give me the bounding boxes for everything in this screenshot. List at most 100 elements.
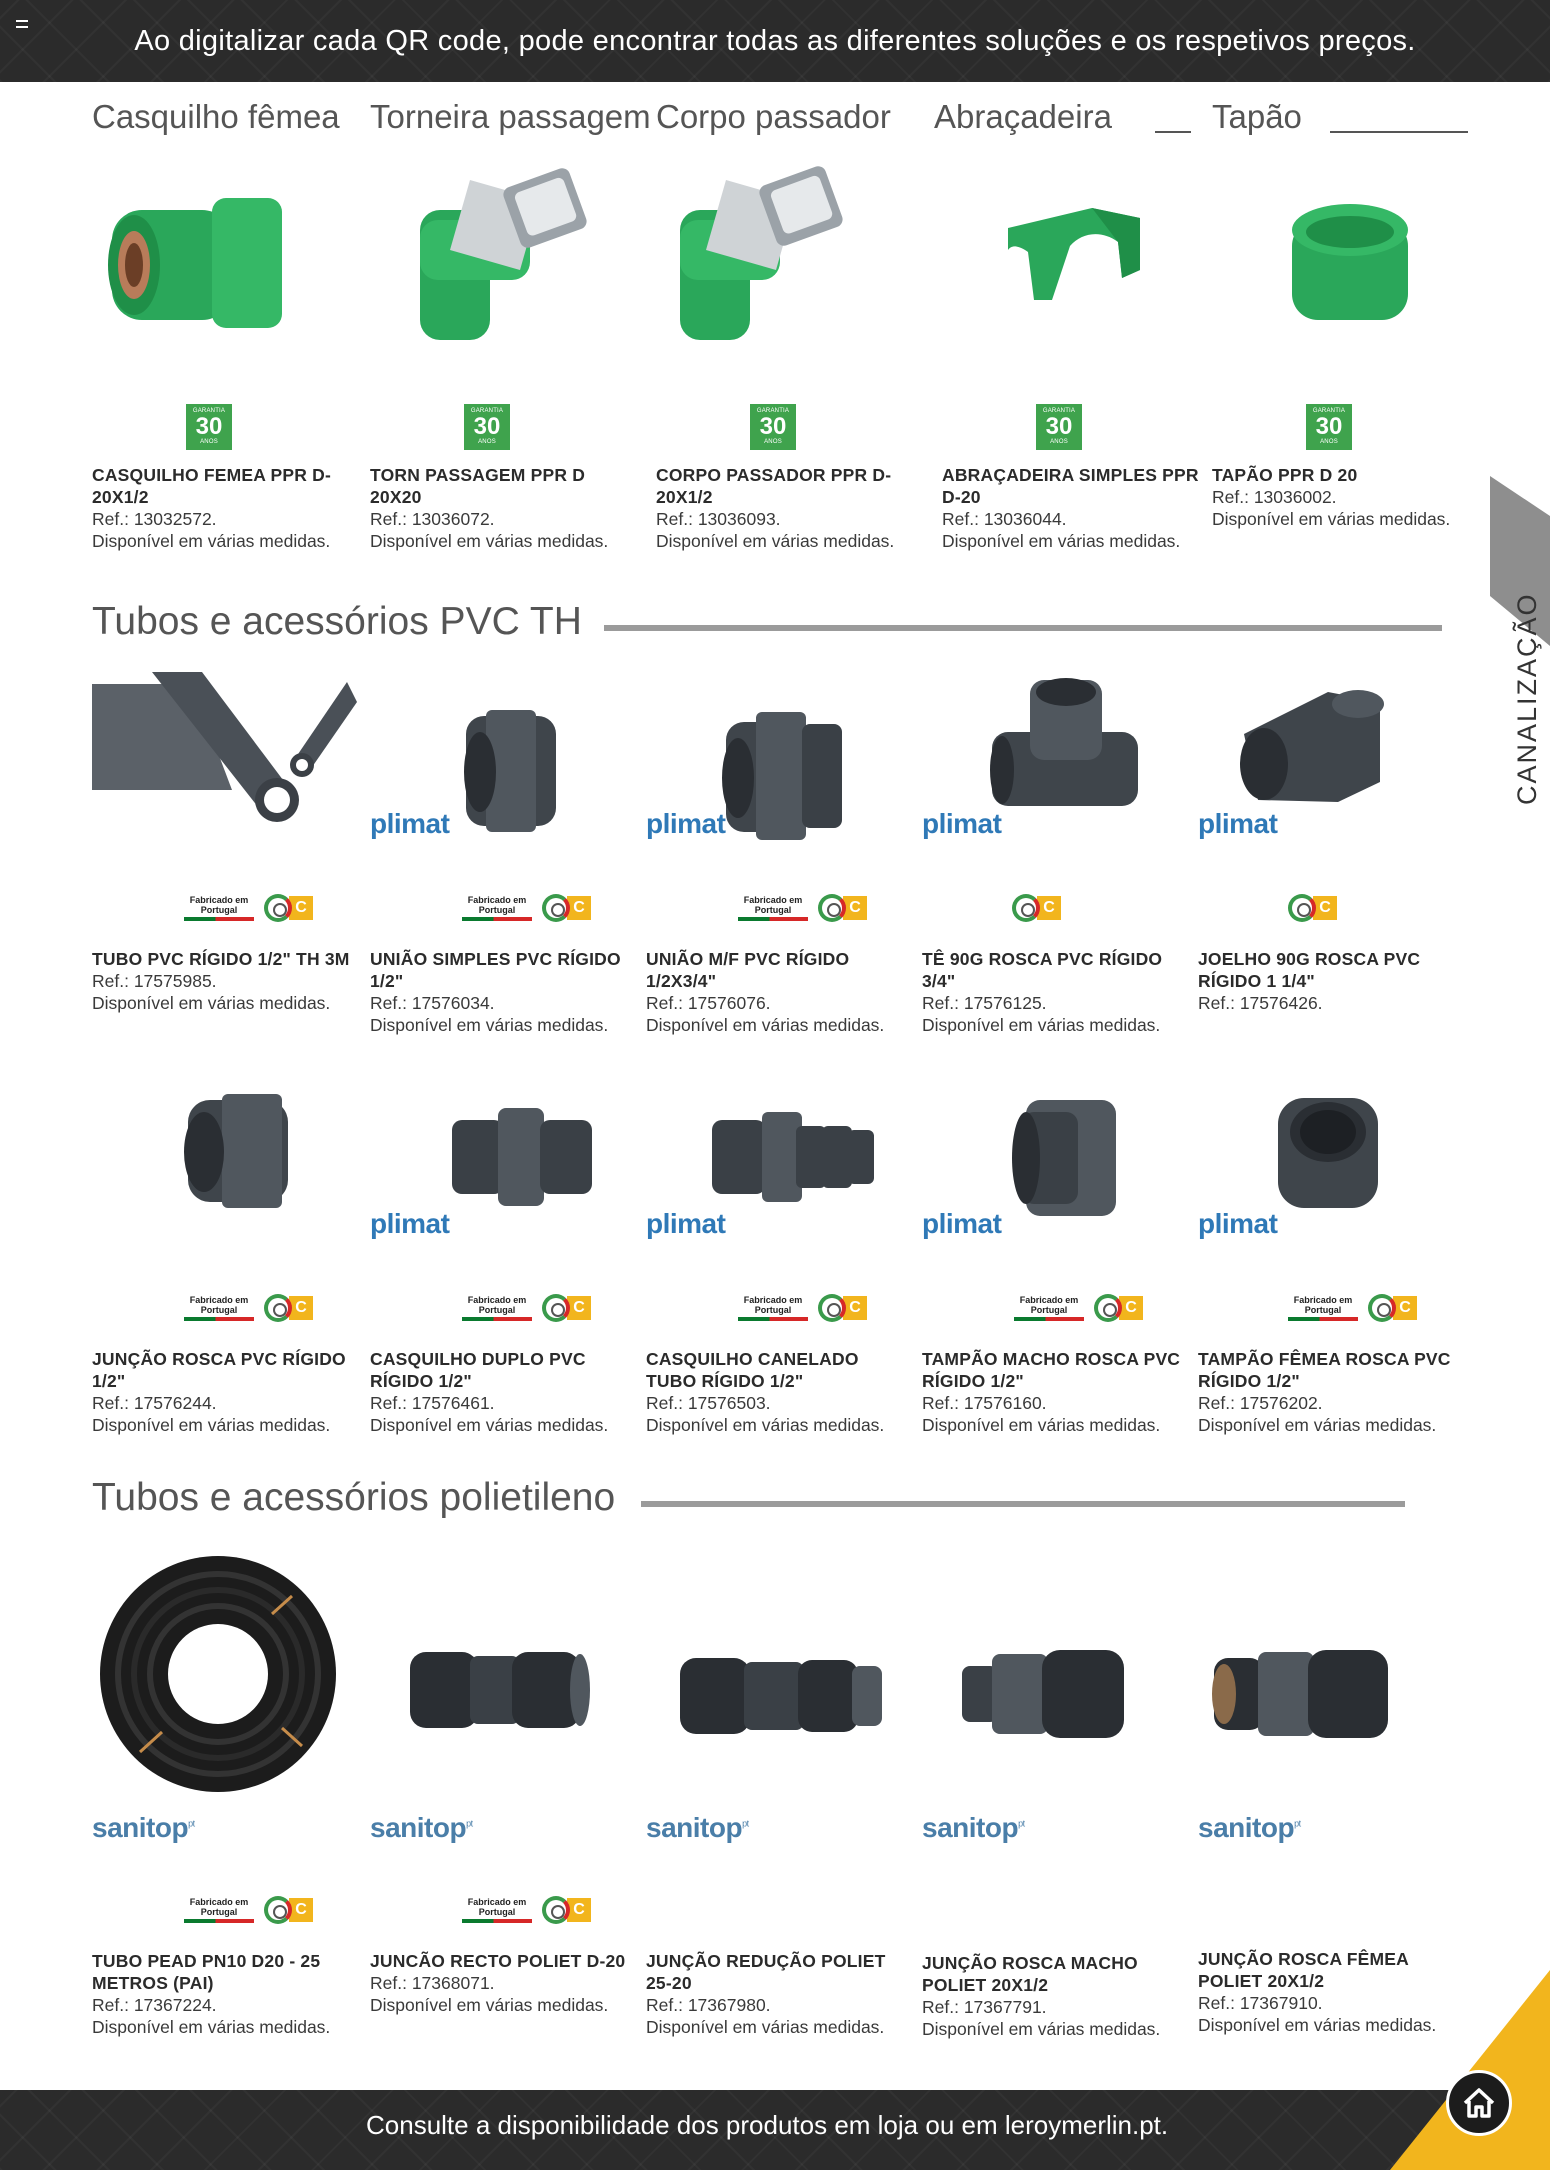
- product-image[interactable]: sanitoppt: [646, 1556, 911, 1843]
- top-banner: Ao digitalizar cada QR code, pode encont…: [0, 0, 1550, 82]
- product-casquilho-canelado-pvc[interactable]: plimat Fabricado em Portugal C CASQUILHO…: [646, 1072, 911, 1435]
- product-image[interactable]: plimat: [646, 1072, 911, 1262]
- menu-icon[interactable]: [16, 20, 28, 28]
- certification-icon: C: [542, 1294, 591, 1322]
- side-tab[interactable]: [1490, 476, 1550, 676]
- made-in-portugal-badge: Fabricado em Portugal: [738, 895, 808, 921]
- made-in-portugal-badge: Fabricado em Portugal: [184, 1295, 254, 1321]
- product-name: UNIÃO M/F PVC RÍGIDO 1/2X3/4": [646, 949, 850, 991]
- sanitop-logo: sanitoppt: [1198, 1812, 1301, 1843]
- product-uniao-simples-pvc[interactable]: plimat Fabricado em Portugal C UNIÃO SIM…: [370, 672, 635, 1035]
- product-image[interactable]: [92, 672, 357, 862]
- badge-row: Fabricado em Portugal C: [462, 894, 591, 922]
- product-name: CASQUILHO CANELADO TUBO RÍGIDO 1/2": [646, 1349, 859, 1391]
- column-title-abracadeira: Abraçadeira: [934, 98, 1112, 135]
- made-in-portugal-badge: Fabricado em Portugal: [184, 895, 254, 921]
- product-image[interactable]: plimat: [370, 1072, 635, 1262]
- product-juncao-recto-poliet[interactable]: sanitoppt Fabricado em Portugal C JUNCÃO…: [370, 1556, 635, 2015]
- product-image[interactable]: [1212, 160, 1477, 350]
- plimat-logo: plimat: [646, 808, 726, 839]
- product-image[interactable]: [942, 160, 1207, 350]
- divider-line: [1330, 131, 1468, 133]
- badge-row: Fabricado em Portugal C: [1014, 1294, 1143, 1322]
- product-joelho-90g-pvc[interactable]: plimat C JOELHO 90G ROSCA PVC RÍGIDO 1 1…: [1198, 672, 1463, 1013]
- product-juncao-rosca-macho-poliet[interactable]: sanitoppt JUNÇÃO ROSCA MACHO POLIET 20X1…: [922, 1556, 1187, 2039]
- product-ref: Ref.: 17576461.: [370, 1393, 495, 1413]
- side-tab-label: CANALIZAÇÃO: [1512, 592, 1542, 805]
- product-availability: Disponível em várias medidas.: [1198, 2015, 1437, 2035]
- section-header-polietileno: Tubos e acessórios polietileno: [92, 1476, 1406, 1520]
- product-name: TAMPÃO FÊMEA ROSCA PVC RÍGIDO 1/2": [1198, 1349, 1451, 1391]
- product-image[interactable]: [656, 160, 921, 350]
- made-in-portugal-badge: Fabricado em Portugal: [1288, 1295, 1358, 1321]
- sanitop-logo: sanitoppt: [370, 1812, 473, 1843]
- product-tampao-macho-pvc[interactable]: plimat Fabricado em Portugal C TAMPÃO MA…: [922, 1072, 1187, 1435]
- product-ref: Ref.: 17367980.: [646, 1995, 771, 2015]
- product-tubo-pead[interactable]: sanitoppt Fabricado em Portugal C TUBO P…: [92, 1556, 357, 2037]
- column-title-tapao: Tapão: [1212, 98, 1302, 135]
- product-name: JUNÇÃO ROSCA FÊMEA POLIET 20X1/2: [1198, 1949, 1409, 1991]
- product-availability: Disponível em várias medidas.: [922, 2019, 1161, 2039]
- product-ref: Ref.: 13036044.: [942, 509, 1067, 529]
- section-title: Tubos e acessórios PVC TH: [92, 600, 582, 643]
- product-ref: Ref.: 17576426.: [1198, 993, 1323, 1013]
- product-name: JUNÇÃO ROSCA MACHO POLIET 20X1/2: [922, 1953, 1138, 1995]
- badge-row: C: [1288, 894, 1337, 922]
- product-te-90g-pvc[interactable]: plimat C TÊ 90G ROSCA PVC RÍGIDO 3/4" Re…: [922, 672, 1187, 1035]
- product-ref: Ref.: 17576076.: [646, 993, 771, 1013]
- product-ref: Ref.: 17576034.: [370, 993, 495, 1013]
- product-tubo-pvc[interactable]: Fabricado em Portugal C TUBO PVC RÍGIDO …: [92, 672, 357, 1013]
- section-title: Tubos e acessórios polietileno: [92, 1476, 616, 1519]
- product-name: JOELHO 90G ROSCA PVC RÍGIDO 1 1/4": [1198, 949, 1421, 991]
- badge-row: Fabricado em Portugal C: [1288, 1294, 1417, 1322]
- product-image[interactable]: sanitoppt: [1198, 1556, 1463, 1843]
- made-in-portugal-badge: Fabricado em Portugal: [462, 1295, 532, 1321]
- product-image[interactable]: [92, 1072, 357, 1262]
- home-button[interactable]: [1446, 2070, 1512, 2136]
- product-ref: Ref.: 17367910.: [1198, 1993, 1323, 2013]
- product-name: TUBO PVC RÍGIDO 1/2" TH 3M: [92, 949, 350, 969]
- product-juncao-rosca-pvc[interactable]: Fabricado em Portugal C JUNÇÃO ROSCA PVC…: [92, 1072, 357, 1435]
- product-image[interactable]: plimat: [646, 672, 911, 862]
- certification-icon: C: [264, 894, 313, 922]
- product-availability: Disponível em várias medidas.: [922, 1015, 1161, 1035]
- section-header-pvc: Tubos e acessórios PVC TH: [92, 600, 1442, 644]
- product-juncao-rosca-femea-poliet[interactable]: sanitoppt JUNÇÃO ROSCA FÊMEA POLIET 20X1…: [1198, 1556, 1463, 2035]
- product-casquilho-duplo-pvc[interactable]: plimat Fabricado em Portugal C CASQUILHO…: [370, 1072, 635, 1435]
- product-image[interactable]: plimat: [922, 672, 1187, 862]
- product-image[interactable]: [92, 160, 357, 350]
- product-availability: Disponível em várias medidas.: [92, 993, 331, 1013]
- product-ref: Ref.: 13032572.: [92, 509, 217, 529]
- product-image[interactable]: [370, 160, 635, 350]
- product-name: CORPO PASSADOR PPR D-20X1/2: [656, 465, 892, 507]
- product-image[interactable]: plimat: [1198, 1072, 1463, 1262]
- product-image[interactable]: sanitoppt: [92, 1556, 357, 1843]
- made-in-portugal-badge: Fabricado em Portugal: [462, 1897, 532, 1923]
- product-name: JUNCÃO RECTO POLIET D-20: [370, 1951, 626, 1971]
- product-name: ABRAÇADEIRA SIMPLES PPR D-20: [942, 465, 1199, 507]
- product-tampao-femea-pvc[interactable]: plimat Fabricado em Portugal C TAMPÃO FÊ…: [1198, 1072, 1463, 1435]
- product-uniao-mf-pvc[interactable]: plimat Fabricado em Portugal C UNIÃO M/F…: [646, 672, 911, 1035]
- product-availability: Disponível em várias medidas.: [370, 1415, 609, 1435]
- product-juncao-reducao-poliet[interactable]: sanitoppt JUNÇÃO REDUÇÃO POLIET 25-20 Re…: [646, 1556, 911, 2037]
- product-image[interactable]: sanitoppt: [370, 1556, 635, 1843]
- product-ref: Ref.: 17576202.: [1198, 1393, 1323, 1413]
- product-name: CASQUILHO DUPLO PVC RÍGIDO 1/2": [370, 1349, 586, 1391]
- section-divider: [603, 625, 1442, 631]
- plimat-logo: plimat: [646, 1208, 726, 1239]
- home-icon: [1463, 2088, 1495, 2118]
- certification-icon: C: [818, 894, 867, 922]
- badge-row: Fabricado em Portugal C: [184, 894, 313, 922]
- product-image[interactable]: plimat: [1198, 672, 1463, 862]
- product-image[interactable]: plimat: [922, 1072, 1187, 1262]
- product-image[interactable]: sanitoppt: [922, 1556, 1187, 1843]
- product-image[interactable]: plimat: [370, 672, 635, 862]
